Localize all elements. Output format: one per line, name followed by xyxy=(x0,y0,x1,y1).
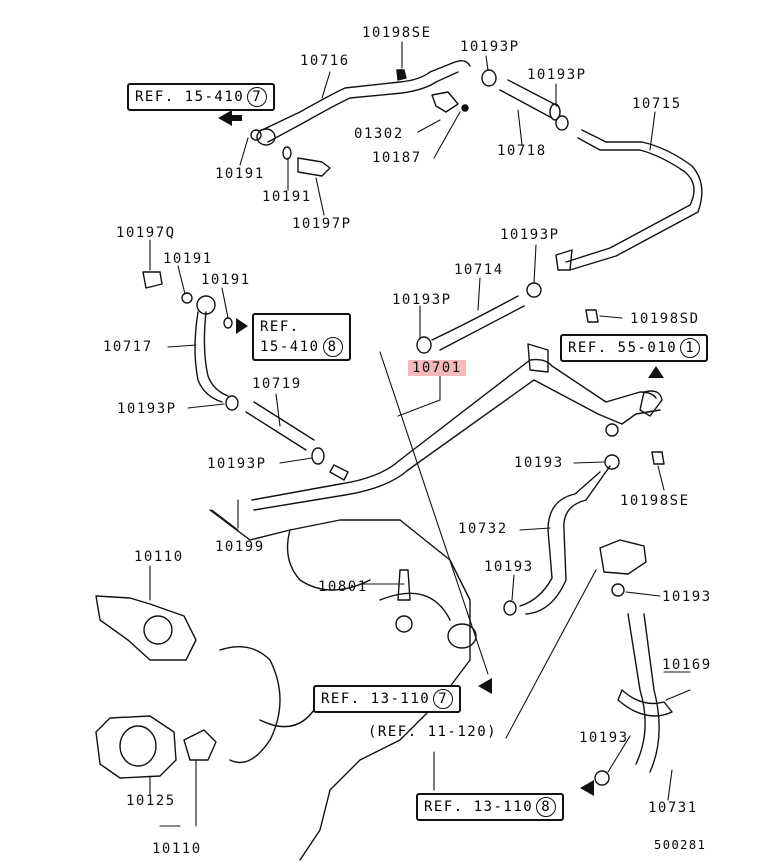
ref-circle-num: 7 xyxy=(247,87,268,107)
part-label[interactable]: 10715 xyxy=(632,96,682,112)
part-label[interactable]: 10198SE xyxy=(620,493,690,509)
o-ring-icon xyxy=(282,146,292,160)
part-label[interactable]: 10193 xyxy=(579,730,629,746)
ref-text: REF. 13-110 xyxy=(321,691,431,707)
part-label[interactable]: 10714 xyxy=(454,262,504,278)
part-label[interactable]: 10110 xyxy=(152,841,202,857)
part-label[interactable]: 10193P xyxy=(392,292,452,308)
pipe-10715 xyxy=(565,137,695,263)
ref-text: REF. 55-010 xyxy=(568,340,678,356)
part-label[interactable]: 10731 xyxy=(648,800,698,816)
part-label[interactable]: 10193P xyxy=(117,401,177,417)
part-label[interactable]: 10191 xyxy=(201,272,251,288)
ref-text: REF. 13-110 xyxy=(424,799,534,815)
thermostat-housing xyxy=(95,595,197,661)
hose-10716 xyxy=(261,59,471,131)
part-label[interactable]: 10197Q xyxy=(116,225,176,241)
arrow-icon xyxy=(648,366,664,378)
hose-10718 xyxy=(499,79,559,119)
hose-10732 xyxy=(519,465,611,615)
part-label[interactable]: 10193 xyxy=(484,559,534,575)
part-label[interactable]: 10169 xyxy=(662,657,712,673)
arrow-icon xyxy=(236,318,248,334)
bracket-01302 xyxy=(431,91,459,113)
part-label[interactable]: 10198SE xyxy=(362,25,432,41)
bolt-10198se-top xyxy=(396,69,407,81)
tube-10717 xyxy=(194,311,229,403)
part-label[interactable]: 10801 xyxy=(318,579,368,595)
diagram-id: 500281 xyxy=(654,838,707,852)
part-label[interactable]: 10717 xyxy=(103,339,153,355)
ref-text-line2: 15-410 xyxy=(260,339,320,355)
part-label[interactable]: 10193P xyxy=(207,456,267,472)
part-label[interactable]: 10716 xyxy=(300,53,350,69)
gasket-10125 xyxy=(95,715,177,779)
ref-text-line1: REF. xyxy=(260,319,300,335)
arrow-icon xyxy=(478,678,492,694)
part-label[interactable]: 10193 xyxy=(662,589,712,605)
hose-10719 xyxy=(245,401,315,451)
ref-text: REF. 15-410 xyxy=(135,89,245,105)
pipe-10701 xyxy=(251,358,657,501)
hose-10714 xyxy=(431,295,525,351)
part-label[interactable]: 10187 xyxy=(372,150,422,166)
part-label-highlighted[interactable]: 10701 xyxy=(408,360,466,376)
bolt-10197p xyxy=(297,157,331,177)
part-label[interactable]: 10191 xyxy=(215,166,265,182)
ref-circle-num: 8 xyxy=(536,797,557,817)
part-label[interactable]: 10198SD xyxy=(630,311,700,327)
ref-circle-num: 7 xyxy=(433,689,454,709)
part-label[interactable]: 10193P xyxy=(500,227,560,243)
ref-11-120[interactable]: (REF. 11-120) xyxy=(368,724,498,740)
arrow-icon xyxy=(580,780,594,796)
part-label[interactable]: 10125 xyxy=(126,793,176,809)
part-label[interactable]: 01302 xyxy=(354,126,404,142)
part-label[interactable]: 10193P xyxy=(460,39,520,55)
part-label[interactable]: 10732 xyxy=(458,521,508,537)
ref-circle-num: 8 xyxy=(322,337,343,357)
part-label[interactable]: 10191 xyxy=(262,189,312,205)
part-label[interactable]: 10199 xyxy=(215,539,265,555)
part-label[interactable]: 10110 xyxy=(134,549,184,565)
arrow-icon xyxy=(218,110,232,126)
bolt-10197q xyxy=(142,271,163,289)
part-label[interactable]: 10718 xyxy=(497,143,547,159)
part-label[interactable]: 10191 xyxy=(163,251,213,267)
ref-circle-num: 1 xyxy=(680,338,701,358)
hose-10731 xyxy=(627,613,660,773)
part-label[interactable]: 10719 xyxy=(252,376,302,392)
engine-block xyxy=(209,509,471,861)
part-label[interactable]: 10193P xyxy=(527,67,587,83)
part-label[interactable]: 10193 xyxy=(514,455,564,471)
part-label[interactable]: 10197P xyxy=(292,216,352,232)
